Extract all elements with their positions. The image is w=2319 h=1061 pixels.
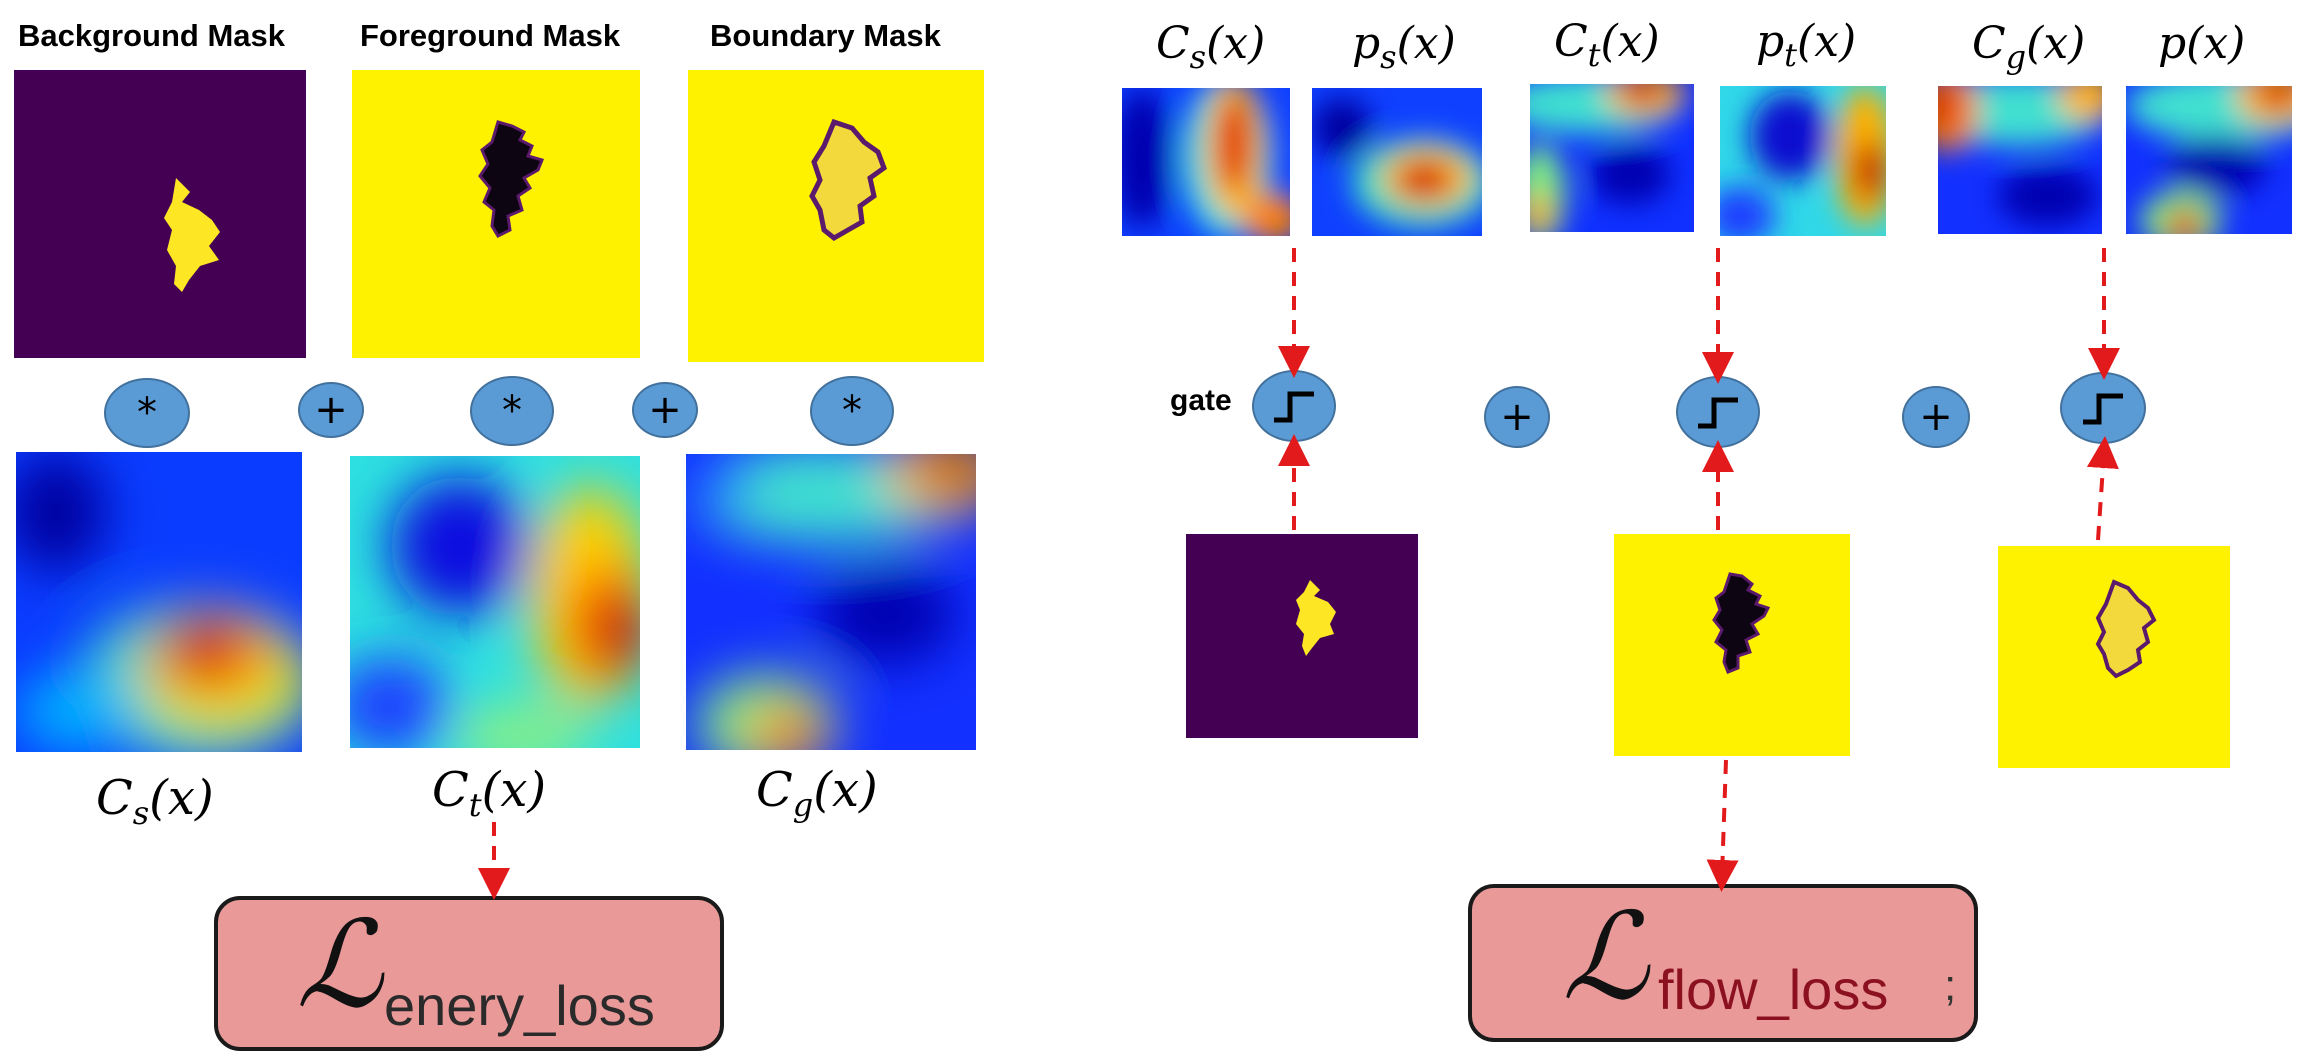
right-ct-heatmap [1530, 84, 1694, 232]
foreground-mask-image [352, 70, 640, 358]
cg-label: Cg(x) [756, 762, 878, 824]
cs-label: Cs(x) [96, 770, 214, 832]
energy-loss-box: ℒ enery_loss [214, 896, 724, 1051]
multiply-operator-2: * [470, 376, 554, 446]
right-pt-label: pt(x) [1756, 16, 1857, 74]
flow-loss-subscript: flow_loss [1658, 958, 1889, 1021]
multiply-operator-3: * [810, 376, 894, 446]
cs-heatmap [16, 452, 302, 752]
right-background-mask-image [1186, 534, 1418, 738]
plus-operator-1: + [298, 382, 364, 438]
right-foreground-mask-image [1614, 534, 1850, 756]
right-pt-heatmap [1720, 86, 1886, 236]
gate-label: gate [1170, 384, 1232, 417]
right-plus-operator-2: + [1902, 386, 1970, 448]
step-function-icon [1698, 397, 1738, 429]
background-mask-image [14, 70, 306, 358]
gate-node-2 [1676, 376, 1760, 448]
gate-node-3 [2060, 372, 2146, 444]
flow-loss-box: ℒ flow_loss ; [1468, 884, 1978, 1042]
right-p-label: p(x) [2158, 18, 2246, 69]
background-mask-title: Background Mask [18, 18, 286, 53]
ct-heatmap [350, 456, 640, 748]
ct-label: Ct(x) [432, 762, 547, 824]
right-ps-label: ps(x) [1352, 18, 1456, 76]
step-function-icon [1274, 391, 1314, 423]
loss-symbol: ℒ [1562, 888, 1649, 1027]
boundary-mask-image [688, 70, 984, 362]
right-cs-label: Cs(x) [1156, 18, 1266, 76]
right-p-heatmap [2126, 86, 2292, 234]
foreground-mask-title: Foreground Mask [360, 18, 621, 53]
plus-operator-2: + [632, 382, 698, 438]
energy-loss-subscript: enery_loss [384, 974, 655, 1037]
right-ct-label: Ct(x) [1554, 16, 1660, 74]
arrow-mask-to-flow-loss [1706, 759, 1739, 892]
right-cg-heatmap [1938, 86, 2102, 234]
boundary-mask-title: Boundary Mask [710, 18, 941, 53]
arrow-mask-to-gate3 [2086, 436, 2119, 541]
right-ps-heatmap [1312, 88, 1482, 236]
right-plus-operator-1: + [1484, 386, 1550, 448]
right-boundary-mask-image [1998, 546, 2230, 768]
cg-heatmap [686, 454, 976, 750]
step-function-icon [2083, 393, 2123, 425]
multiply-operator-1: * [104, 378, 190, 448]
flow-loss-trailing-mark: ; [1944, 961, 1957, 1010]
right-cs-heatmap [1122, 88, 1290, 236]
right-cg-label: Cg(x) [1972, 18, 2086, 76]
loss-symbol: ℒ [296, 896, 383, 1035]
